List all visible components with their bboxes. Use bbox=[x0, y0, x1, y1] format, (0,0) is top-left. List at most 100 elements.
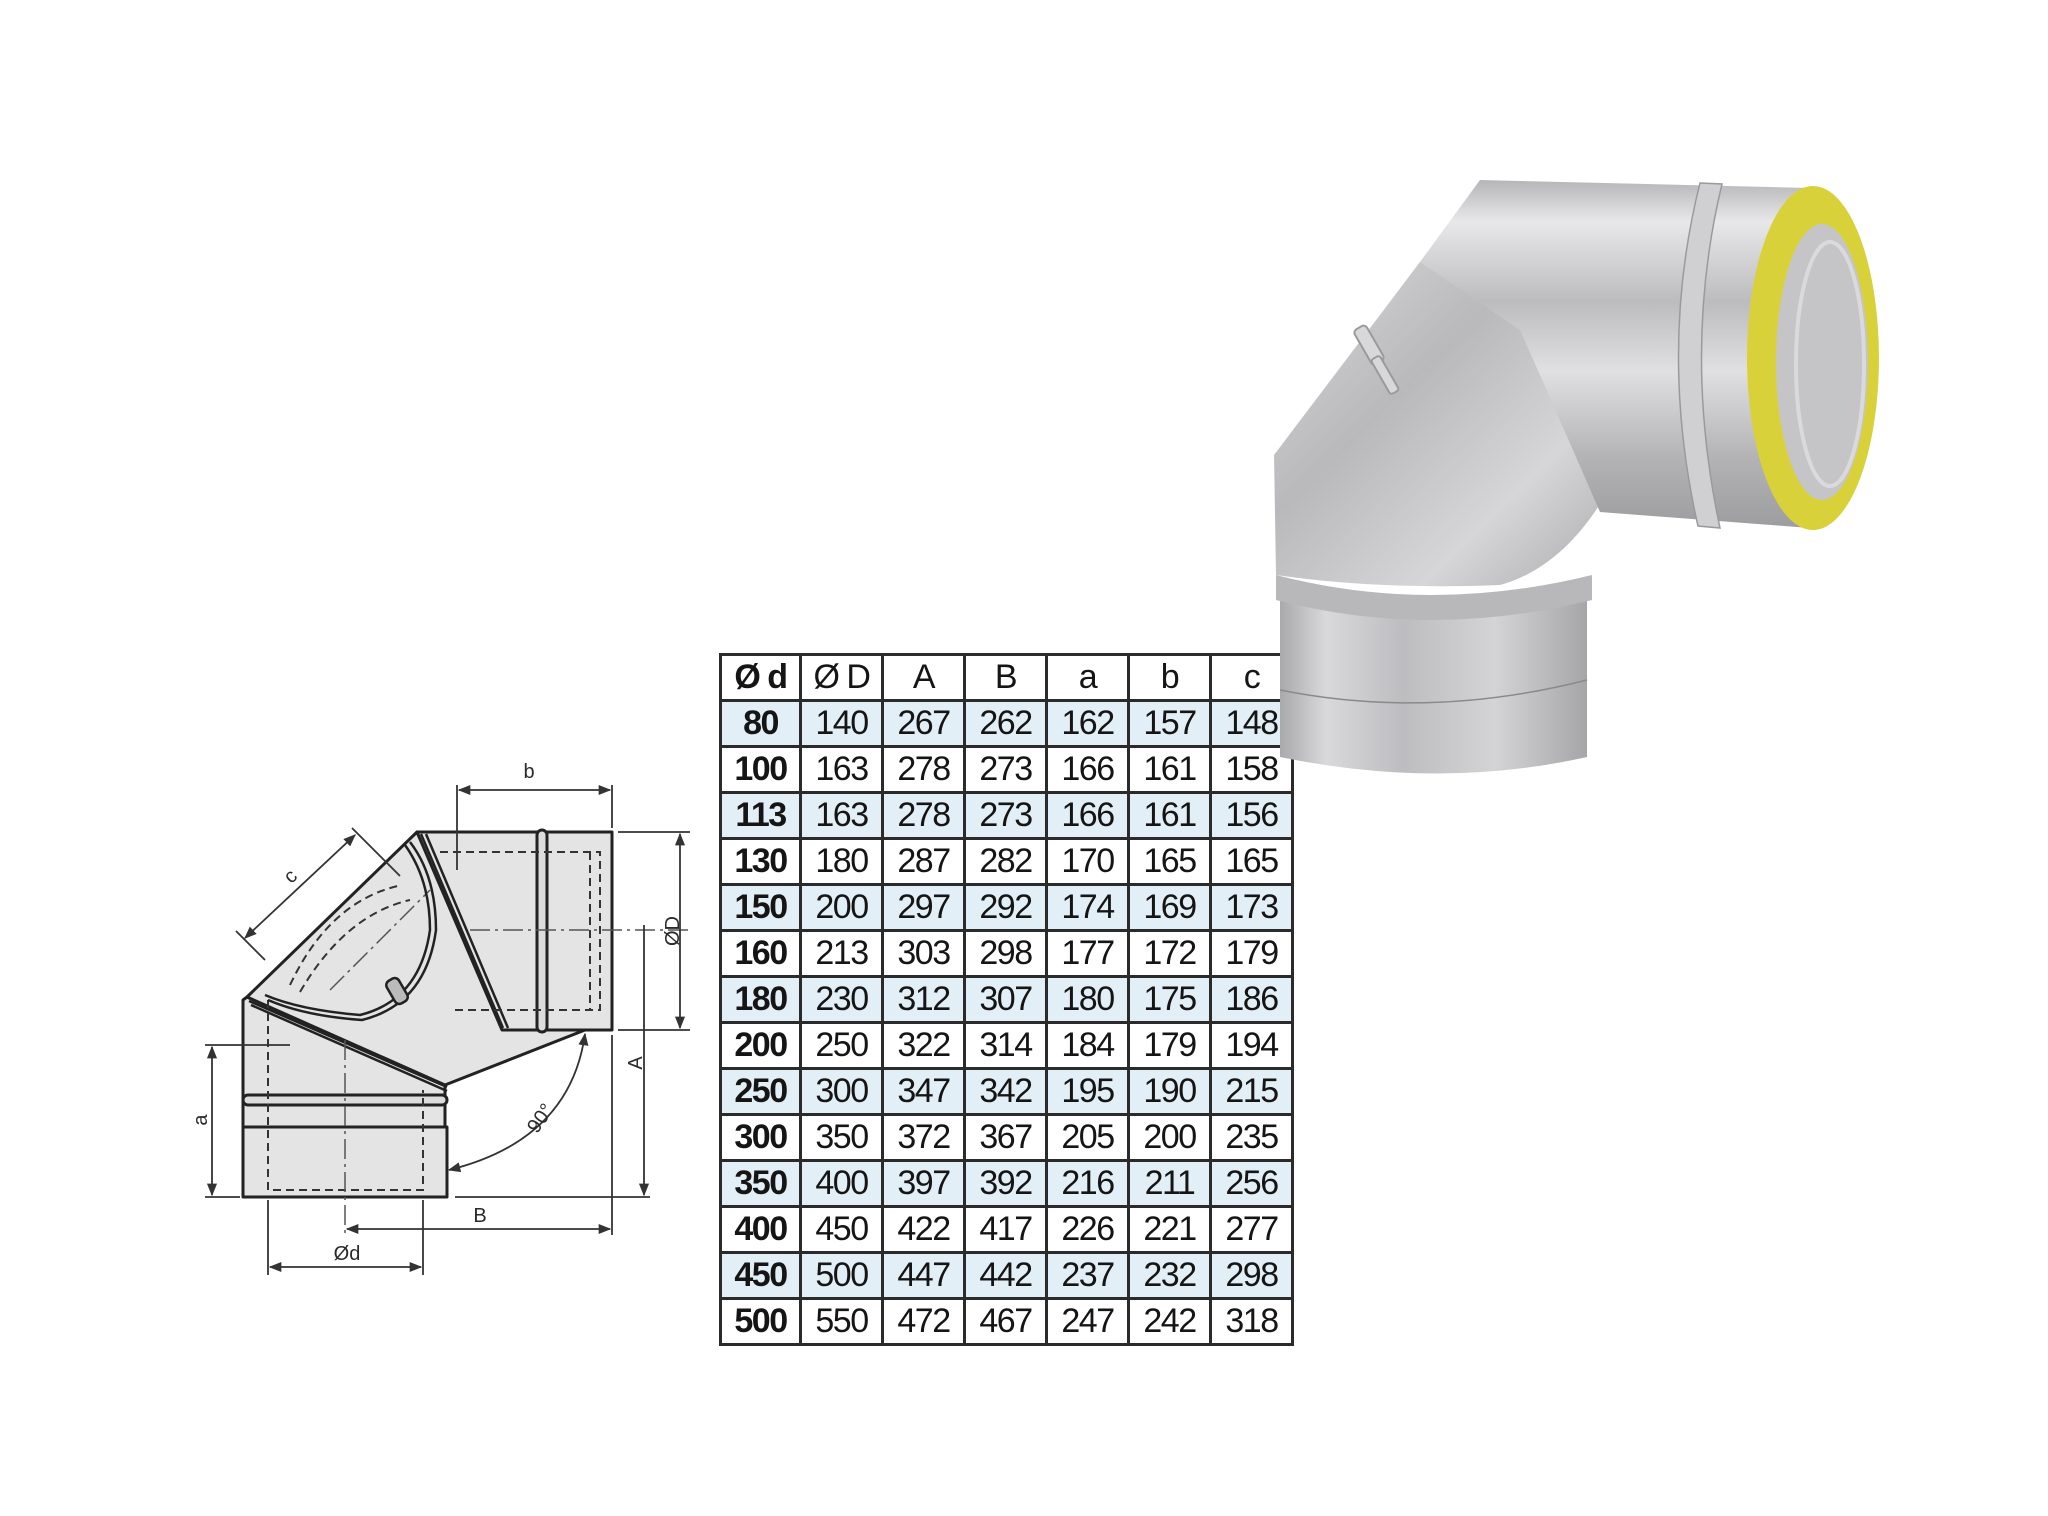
table-cell: 318 bbox=[1209, 1297, 1294, 1346]
table-cell: 392 bbox=[963, 1159, 1048, 1208]
table-cell: 300 bbox=[799, 1067, 884, 1116]
table-cell: 287 bbox=[881, 837, 966, 886]
table-cell: 447 bbox=[881, 1251, 966, 1300]
table-cell: 162 bbox=[1045, 699, 1130, 748]
table-cell: 400 bbox=[799, 1159, 884, 1208]
table-cell: 467 bbox=[963, 1297, 1048, 1346]
table-cell: 237 bbox=[1045, 1251, 1130, 1300]
table-cell: 273 bbox=[963, 791, 1048, 840]
table-cell: 417 bbox=[963, 1205, 1048, 1254]
table-cell: 172 bbox=[1127, 929, 1212, 978]
table-cell: 314 bbox=[963, 1021, 1048, 1070]
table-cell: 256 bbox=[1209, 1159, 1294, 1208]
cell-inner-diameter: 160 bbox=[719, 929, 802, 978]
table-cell: 180 bbox=[1045, 975, 1130, 1024]
label-B: B bbox=[473, 1205, 486, 1227]
table-cell: 442 bbox=[963, 1251, 1048, 1300]
label-b: b bbox=[523, 761, 534, 783]
table-cell: 200 bbox=[1127, 1113, 1212, 1162]
table-cell: 242 bbox=[1127, 1297, 1212, 1346]
table-cell: 177 bbox=[1045, 929, 1130, 978]
table-cell: 165 bbox=[1127, 837, 1212, 886]
table-cell: 312 bbox=[881, 975, 966, 1024]
table-cell: 232 bbox=[1127, 1251, 1212, 1300]
header-outer-diameter: Ø D bbox=[799, 653, 884, 702]
table-cell: 372 bbox=[881, 1113, 966, 1162]
cell-inner-diameter: 450 bbox=[719, 1251, 802, 1300]
table-cell: 140 bbox=[799, 699, 884, 748]
dimension-lines bbox=[205, 784, 690, 1275]
cell-inner-diameter: 350 bbox=[719, 1159, 802, 1208]
label-angle: 90° bbox=[523, 1100, 558, 1137]
table-cell: 250 bbox=[799, 1021, 884, 1070]
table-cell: 179 bbox=[1209, 929, 1294, 978]
header-c: c bbox=[1209, 653, 1294, 702]
label-inner-diameter: Ød bbox=[334, 1243, 361, 1265]
table-cell: 350 bbox=[799, 1113, 884, 1162]
table-cell: 195 bbox=[1045, 1067, 1130, 1116]
table-cell: 175 bbox=[1127, 975, 1212, 1024]
label-outer-diameter: ØD bbox=[662, 916, 684, 946]
table-cell: 367 bbox=[963, 1113, 1048, 1162]
center-lines bbox=[329, 889, 690, 1235]
table-cell: 235 bbox=[1209, 1113, 1294, 1162]
table-cell: 262 bbox=[963, 699, 1048, 748]
table-cell: 221 bbox=[1127, 1205, 1212, 1254]
table-cell: 174 bbox=[1045, 883, 1130, 932]
table-cell: 170 bbox=[1045, 837, 1130, 886]
elbow-seam-lines bbox=[248, 833, 510, 1093]
table-cell: 297 bbox=[881, 883, 966, 932]
table-cell: 307 bbox=[963, 975, 1048, 1024]
table-header-row: Ø d Ø D A B a b c bbox=[719, 653, 1294, 702]
table-cell: 161 bbox=[1127, 791, 1212, 840]
table-cell: 298 bbox=[1209, 1251, 1294, 1300]
elbow-outline bbox=[241, 828, 614, 1199]
cell-inner-diameter: 300 bbox=[719, 1113, 802, 1162]
cell-inner-diameter: 100 bbox=[719, 745, 802, 794]
cell-inner-diameter: 250 bbox=[719, 1067, 802, 1116]
table-cell: 156 bbox=[1209, 791, 1294, 840]
table-cell: 211 bbox=[1127, 1159, 1212, 1208]
table-cell: 277 bbox=[1209, 1205, 1294, 1254]
table-cell: 292 bbox=[963, 883, 1048, 932]
label-c: c bbox=[279, 865, 301, 888]
cell-inner-diameter: 180 bbox=[719, 975, 802, 1024]
table-cell: 550 bbox=[799, 1297, 884, 1346]
table-cell: 213 bbox=[799, 929, 884, 978]
header-a: a bbox=[1045, 653, 1130, 702]
cell-inner-diameter: 80 bbox=[719, 699, 802, 748]
table-cell: 215 bbox=[1209, 1067, 1294, 1116]
table-cell: 200 bbox=[799, 883, 884, 932]
table-cell: 166 bbox=[1045, 745, 1130, 794]
header-b: b bbox=[1127, 653, 1212, 702]
header-A: A bbox=[881, 653, 966, 702]
table-cell: 163 bbox=[799, 745, 884, 794]
table-cell: 169 bbox=[1127, 883, 1212, 932]
table-cell: 226 bbox=[1045, 1205, 1130, 1254]
table-cell: 472 bbox=[881, 1297, 966, 1346]
table-cell: 166 bbox=[1045, 791, 1130, 840]
table-cell: 500 bbox=[799, 1251, 884, 1300]
cell-inner-diameter: 130 bbox=[719, 837, 802, 886]
table-cell: 397 bbox=[881, 1159, 966, 1208]
table-cell: 450 bbox=[799, 1205, 884, 1254]
table-cell: 158 bbox=[1209, 745, 1294, 794]
table-cell: 173 bbox=[1209, 883, 1294, 932]
table-cell: 194 bbox=[1209, 1021, 1294, 1070]
table-cell: 184 bbox=[1045, 1021, 1130, 1070]
table-cell: 422 bbox=[881, 1205, 966, 1254]
cell-inner-diameter: 500 bbox=[719, 1297, 802, 1346]
table-cell: 205 bbox=[1045, 1113, 1130, 1162]
table-cell: 342 bbox=[963, 1067, 1048, 1116]
